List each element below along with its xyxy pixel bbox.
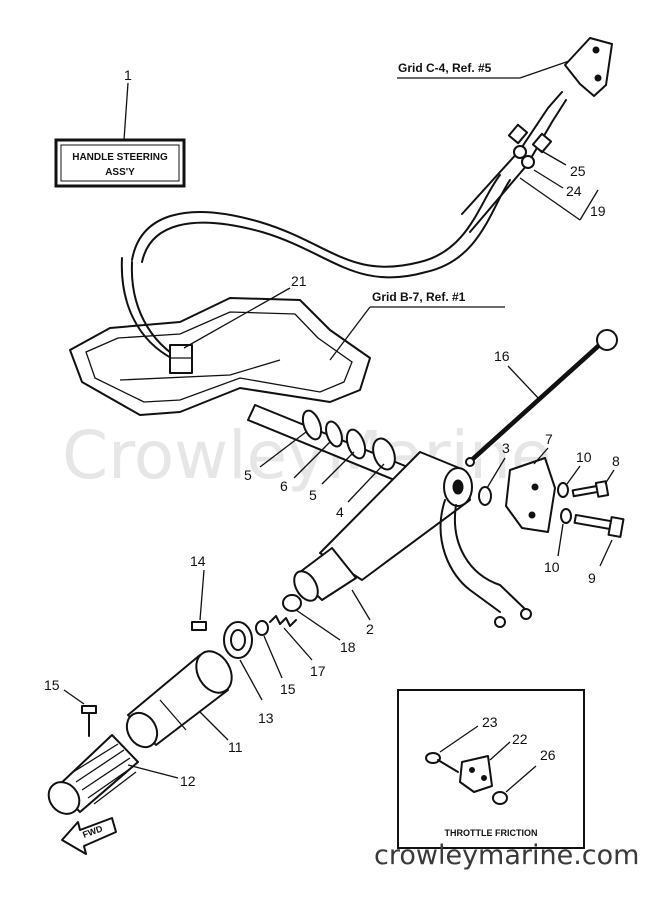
callout-10a: 10 <box>576 449 592 465</box>
callout-18: 17 <box>310 663 326 679</box>
leader-line-26 <box>505 765 537 793</box>
callout-25: 23 <box>482 714 498 730</box>
leader-line-5a <box>259 431 307 468</box>
leader-line-2 <box>351 589 371 621</box>
callout-15: 15 <box>44 677 60 693</box>
leader-line-16 <box>507 365 541 401</box>
leader-line-6 <box>293 441 331 479</box>
part-14-screw <box>191 621 207 631</box>
leader-line-11 <box>199 711 229 741</box>
callout-5a: 5 <box>244 467 252 483</box>
leader-line-17 <box>263 635 283 679</box>
leader-line-18 <box>283 627 313 661</box>
part-19-nut <box>282 594 302 612</box>
part-3-washer <box>478 486 492 506</box>
site-url: crowleymarine.com <box>374 840 639 871</box>
leader-line-9 <box>604 469 615 485</box>
callout-4: 4 <box>336 504 344 520</box>
part-8-bolt <box>573 513 625 538</box>
fwd-arrow-icon: FWD <box>61 817 117 855</box>
leader-line-19 <box>295 609 341 641</box>
mounting-bracket <box>564 37 613 97</box>
callout-1: 1 <box>124 67 132 83</box>
leader-line-10b <box>557 523 564 557</box>
part-16-rod <box>465 329 618 467</box>
leader-line-23 <box>183 287 291 349</box>
title-line-2: ASS'Y <box>105 167 135 178</box>
callout-14: 14 <box>190 553 206 569</box>
callout-3: 3 <box>502 440 510 456</box>
callout-20: 19 <box>590 203 606 219</box>
callout-5b: 5 <box>309 487 317 503</box>
part-23-clamp <box>169 344 193 374</box>
part-18-spring <box>269 615 297 627</box>
leader-line-4 <box>347 463 385 503</box>
part-12-grip <box>47 734 139 815</box>
grid-ref-top: Grid C-4, Ref. #5 <box>398 61 492 75</box>
callout-12: 12 <box>180 773 196 789</box>
callout-8: 9 <box>588 570 596 586</box>
leader-line-13 <box>239 659 263 701</box>
inset-title: THROTTLE FRICTION <box>445 828 538 838</box>
callout-2: 2 <box>366 621 374 637</box>
lower-cowling-frame <box>69 297 371 416</box>
leader-line-8 <box>599 539 613 567</box>
callout-6: 6 <box>280 478 288 494</box>
leader-line-12 <box>127 764 179 779</box>
callout-24: 22 <box>512 731 528 747</box>
title-line-1: HANDLE STEERING <box>72 152 168 163</box>
callout-9: 8 <box>612 453 620 469</box>
part-2-handle-body <box>293 451 473 602</box>
part-17-ball <box>255 620 269 636</box>
leader-line-20a <box>519 177 581 221</box>
leader-line-10a <box>566 465 581 485</box>
leader-line-1 <box>123 82 129 141</box>
leader-line-14 <box>199 569 205 621</box>
part-10-washer-lower <box>560 508 572 524</box>
callout-21: 24 <box>566 183 582 199</box>
part-7-friction-plate <box>505 457 556 533</box>
leader-line-21 <box>533 169 564 189</box>
grid-ref-middle: Grid B-7, Ref. #1 <box>372 290 466 304</box>
part-25-screw <box>425 752 459 773</box>
leader-line-24 <box>489 741 511 761</box>
kill-switch-wires <box>439 499 532 628</box>
part-11-grip-tube <box>125 650 233 749</box>
part-26-nut <box>492 791 508 805</box>
leader-line-20b <box>579 189 599 221</box>
callout-17: 15 <box>280 681 296 697</box>
callout-7: 7 <box>545 431 553 447</box>
callout-19: 18 <box>340 639 356 655</box>
title-box: HANDLE STEERING ASS'Y <box>54 138 186 188</box>
leader-line-22 <box>539 149 567 166</box>
part-10-washer-upper <box>557 482 569 498</box>
callout-26: 26 <box>540 747 556 763</box>
callout-11: 11 <box>228 739 243 755</box>
part-15-screw <box>81 705 97 737</box>
throttle-cables <box>120 91 567 363</box>
leader-line-25 <box>439 725 479 753</box>
washers <box>301 409 396 471</box>
callout-23: 21 <box>291 273 307 289</box>
callout-10b: 10 <box>544 559 560 575</box>
throttle-friction-inset: 23 22 26 THROTTLE FRICTION <box>397 689 585 849</box>
callout-16: 16 <box>494 348 510 364</box>
grid-ref-top-leader <box>519 59 573 79</box>
leader-line-7 <box>533 447 549 465</box>
part-24-friction-piece <box>459 755 493 793</box>
part-9-bolt <box>571 480 610 498</box>
leader-line-3 <box>486 457 506 489</box>
leader-line-15 <box>63 689 85 705</box>
callout-22: 25 <box>570 163 586 179</box>
part-13-collar <box>223 621 253 659</box>
leader-line-5b <box>321 451 355 485</box>
callout-13: 13 <box>258 710 274 726</box>
